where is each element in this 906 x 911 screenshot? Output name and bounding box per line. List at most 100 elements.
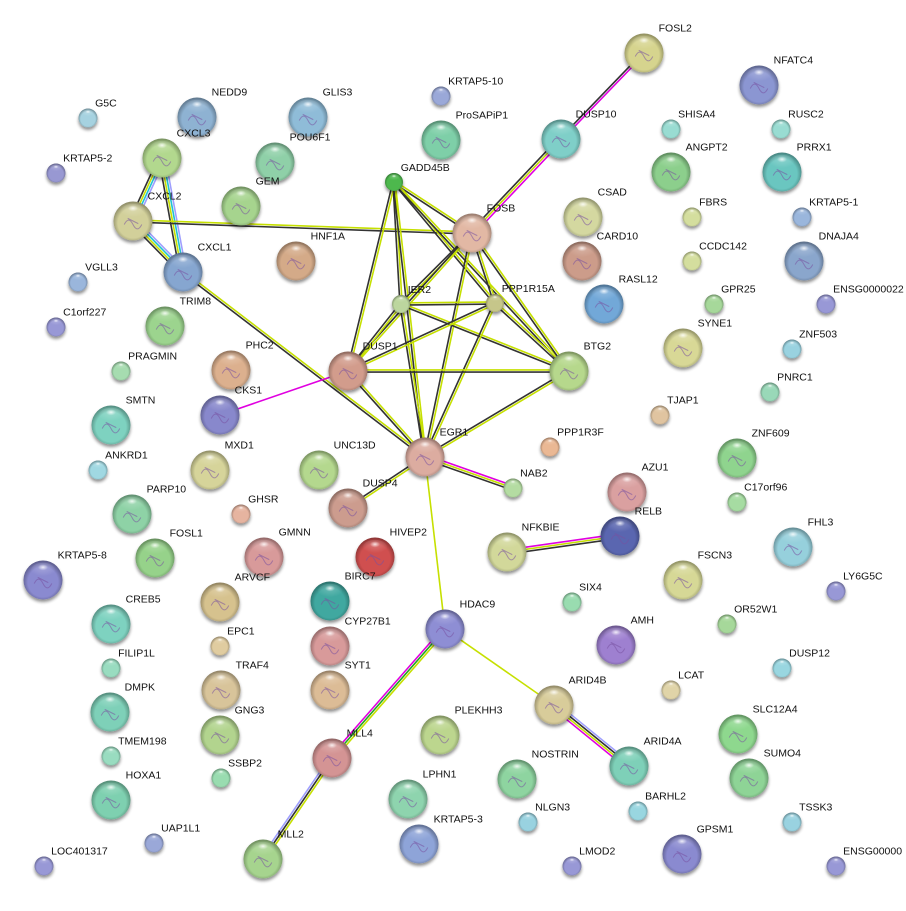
- node-krtap5-8[interactable]: KRTAP5-8: [23, 550, 107, 600]
- node-gng3[interactable]: GNG3: [200, 705, 265, 755]
- node-hnf1a[interactable]: HNF1A: [276, 231, 346, 281]
- node-fscn3[interactable]: FSCN3: [663, 550, 733, 600]
- node-dusp1[interactable]: DUSP1: [328, 341, 398, 391]
- node-amh[interactable]: AMH: [596, 615, 654, 665]
- node-syne1[interactable]: SYNE1: [663, 318, 733, 368]
- node-tjap1[interactable]: TJAP1: [650, 395, 699, 425]
- node-filip1l[interactable]: FILIP1L: [101, 648, 156, 678]
- node-unc13d[interactable]: UNC13D: [299, 440, 377, 490]
- node-krtap5-3[interactable]: KRTAP5-3: [399, 814, 483, 864]
- node-creb5[interactable]: CREB5: [91, 594, 161, 644]
- node-relb[interactable]: RELB: [600, 506, 663, 556]
- edge-gadd45b-egr1[interactable]: [392, 181, 427, 458]
- node-cxcl1[interactable]: CXCL1: [163, 242, 232, 292]
- edge-hdac9-arid4b[interactable]: [444, 628, 555, 706]
- edge-gadd45b-dusp1[interactable]: [346, 181, 396, 372]
- node-gem[interactable]: GEM: [221, 176, 280, 226]
- node-glis3[interactable]: GLIS3: [288, 87, 353, 137]
- node-znf609[interactable]: ZNF609: [717, 428, 790, 478]
- node-vgll3[interactable]: VGLL3: [68, 262, 118, 292]
- edge-dusp1-btg2[interactable]: [348, 369, 569, 373]
- edge-mll4-mll2[interactable]: [260, 756, 335, 861]
- node-prrx1[interactable]: PRRX1: [762, 142, 832, 192]
- node-rusc2[interactable]: RUSC2: [771, 109, 824, 139]
- edge-cks1-dusp1[interactable]: [219, 370, 349, 416]
- node-fosb[interactable]: FOSB: [452, 203, 516, 253]
- node-ghsr[interactable]: GHSR: [231, 494, 279, 524]
- node-nfatc4[interactable]: NFATC4: [739, 55, 814, 105]
- node-krtap5-2[interactable]: KRTAP5-2: [46, 153, 113, 183]
- node-ssbp2[interactable]: SSBP2: [211, 758, 263, 788]
- node-prosapip1[interactable]: ProSAPiP1: [421, 110, 509, 160]
- edge-ier2-egr1[interactable]: [399, 303, 427, 458]
- node-azu1[interactable]: AZU1: [607, 462, 669, 512]
- edge-fosb-egr1[interactable]: [423, 232, 474, 458]
- node-hivep2[interactable]: HIVEP2: [355, 527, 428, 577]
- node-nab2[interactable]: NAB2: [503, 468, 548, 498]
- node-ly6g5c[interactable]: LY6G5C: [826, 571, 884, 601]
- node-cxcl3[interactable]: CXCL3: [142, 128, 211, 178]
- node-uap1l1[interactable]: UAP1L1: [144, 823, 201, 853]
- edge-hdac9-mll4[interactable]: [329, 627, 448, 760]
- node-dusp12[interactable]: DUSP12: [772, 648, 831, 678]
- node-birc7[interactable]: BIRC7: [310, 571, 376, 621]
- node-hdac9[interactable]: HDAC9: [425, 599, 496, 649]
- node-pnrc1[interactable]: PNRC1: [760, 372, 813, 402]
- node-ensg00000[interactable]: ENSG00000: [826, 846, 903, 876]
- node-nlgn3[interactable]: NLGN3: [518, 802, 571, 832]
- node-mll2[interactable]: MLL2: [243, 829, 305, 879]
- edge-gadd45b-ier2[interactable]: [392, 181, 403, 305]
- node-znf503[interactable]: ZNF503: [782, 329, 838, 359]
- edge-ier2-ppp1r15a[interactable]: [400, 301, 496, 306]
- edge-cxcl2-fosb[interactable]: [132, 219, 473, 235]
- node-nostrin[interactable]: NOSTRIN: [497, 749, 579, 799]
- node-gpr25[interactable]: GPR25: [704, 284, 756, 314]
- node-ankrd1[interactable]: ANKRD1: [88, 450, 148, 480]
- node-traf4[interactable]: TRAF4: [201, 660, 270, 710]
- edge-ppp1r15a-egr1[interactable]: [423, 302, 497, 458]
- node-cxcl2[interactable]: CXCL2: [113, 191, 182, 241]
- node-gadd45b[interactable]: GADD45B: [385, 162, 450, 191]
- node-ppp1r15a[interactable]: PPP1R15A: [486, 283, 555, 312]
- node-arid4a[interactable]: ARID4A: [609, 736, 682, 786]
- node-trim8[interactable]: TRIM8: [145, 296, 212, 346]
- node-mxd1[interactable]: MXD1: [190, 440, 254, 490]
- node-tssk3[interactable]: TSSK3: [782, 802, 833, 832]
- node-g5c[interactable]: G5C: [78, 98, 118, 128]
- node-sumo4[interactable]: SUMO4: [729, 748, 802, 798]
- node-lphn1[interactable]: LPHN1: [388, 769, 457, 819]
- node-slc12a4[interactable]: SLC12A4: [718, 704, 798, 754]
- node-gmnn[interactable]: GMNN: [244, 527, 311, 577]
- node-ccdc142[interactable]: CCDC142: [682, 241, 748, 271]
- edge-gadd45b-ppp1r15a[interactable]: [392, 180, 497, 305]
- node-ier2[interactable]: IER2: [392, 284, 431, 313]
- node-fbrs[interactable]: FBRS: [682, 197, 728, 227]
- node-cks1[interactable]: CKS1: [200, 385, 263, 435]
- node-dmpk[interactable]: DMPK: [90, 682, 155, 732]
- node-card10[interactable]: CARD10: [562, 231, 639, 281]
- node-smtn[interactable]: SMTN: [91, 395, 156, 445]
- node-parp10[interactable]: PARP10: [112, 484, 187, 534]
- node-egr1[interactable]: EGR1: [405, 427, 469, 477]
- edge-cxcl1-egr1[interactable]: [181, 270, 427, 459]
- edge-fosb-btg2[interactable]: [470, 231, 571, 373]
- node-csad[interactable]: CSAD: [563, 187, 628, 237]
- node-dnaja4[interactable]: DNAJA4: [784, 231, 860, 281]
- node-six4[interactable]: SIX4: [562, 582, 603, 612]
- node-krtap5-1[interactable]: KRTAP5-1: [792, 197, 859, 227]
- node-epc1[interactable]: EPC1: [210, 626, 255, 656]
- node-phc2[interactable]: PHC2: [211, 340, 274, 390]
- node-c1orf227[interactable]: C1orf227: [46, 307, 107, 337]
- node-angpt2[interactable]: ANGPT2: [651, 142, 728, 192]
- node-cyp27b1[interactable]: CYP27B1: [310, 616, 391, 666]
- node-nfkbie[interactable]: NFKBIE: [487, 522, 560, 572]
- node-shisa4[interactable]: SHISA4: [661, 109, 716, 139]
- node-ensg0000022[interactable]: ENSG0000022: [816, 284, 904, 314]
- edge-fosl2-dusp10[interactable]: [559, 51, 646, 141]
- edge-btg2-egr1[interactable]: [424, 369, 570, 459]
- node-dusp10[interactable]: DUSP10: [541, 109, 617, 159]
- node-ppp1r3f[interactable]: PPP1R3F: [540, 427, 604, 457]
- node-lcat[interactable]: LCAT: [661, 670, 705, 700]
- node-fosl2[interactable]: FOSL2: [624, 23, 693, 73]
- edge-gadd45b-btg2[interactable]: [392, 180, 571, 373]
